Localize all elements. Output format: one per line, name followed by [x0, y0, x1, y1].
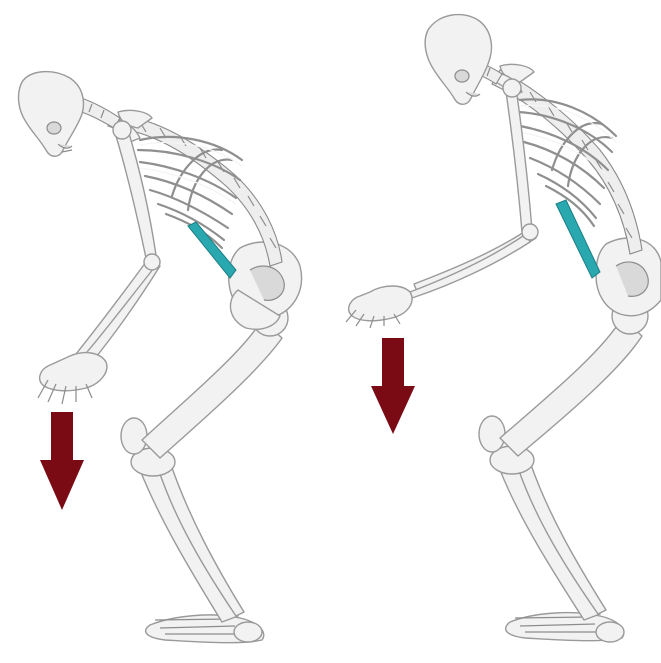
- muscle-highlight-right: [556, 200, 600, 278]
- pelvis-left: [229, 242, 302, 329]
- foot-bones-right: [506, 613, 624, 642]
- femur-right: [500, 298, 648, 456]
- patella-right: [479, 416, 505, 452]
- hand-bones-right: [346, 286, 412, 328]
- down-arrow-left: [40, 412, 84, 510]
- foot-bones-left: [146, 615, 264, 643]
- pelvis-right: [596, 238, 661, 316]
- forearm-right: [410, 224, 538, 298]
- hand-bones-left: [38, 353, 107, 404]
- forearm-left: [76, 254, 160, 362]
- lower-leg-bones-right: [490, 446, 606, 620]
- lower-leg-bones-left: [131, 448, 244, 622]
- skull-left: [19, 72, 84, 157]
- skeleton-figure-left: [0, 0, 330, 663]
- skull-right: [425, 15, 491, 105]
- patella-left: [121, 418, 147, 454]
- down-arrow-right: [371, 338, 415, 434]
- skeleton-figure-right: [330, 0, 661, 663]
